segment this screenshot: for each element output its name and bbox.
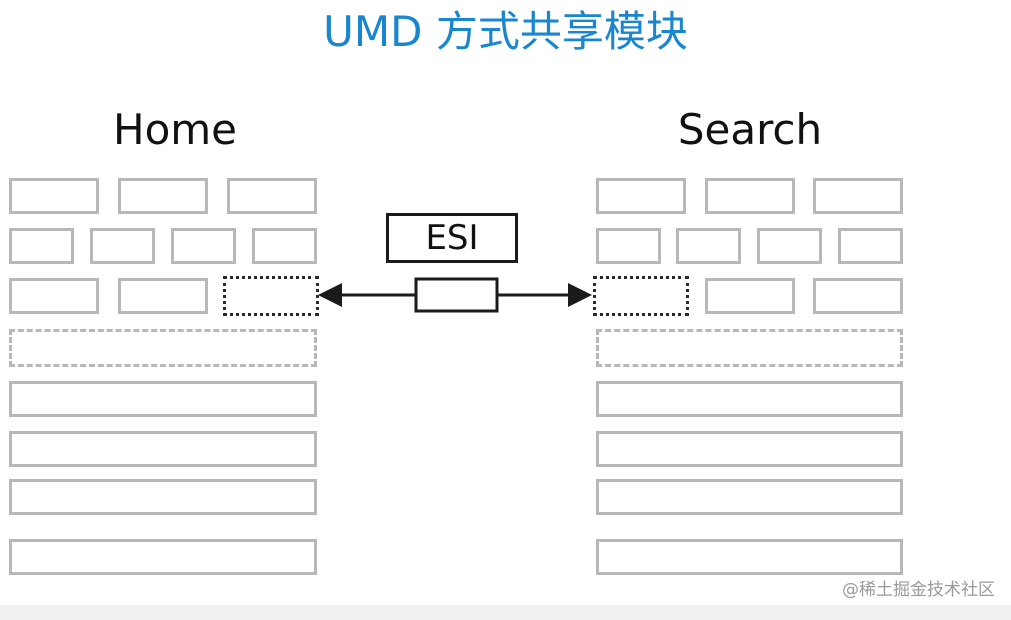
- home-block-r2-c3: [171, 228, 236, 264]
- home-row-3: [9, 479, 317, 515]
- search-dashed-row: [596, 329, 903, 367]
- search-row-4: [596, 539, 903, 575]
- home-shared-module-slot: [223, 276, 319, 316]
- home-block-r3-c2: [118, 278, 208, 314]
- bottom-band: [0, 605, 1011, 620]
- search-block-r2-c3: [757, 228, 822, 264]
- search-block-r1-c2: [705, 178, 795, 214]
- search-block-r3-c2: [705, 278, 795, 314]
- home-dashed-row: [9, 329, 317, 367]
- home-row-4: [9, 539, 317, 575]
- search-row-2: [596, 431, 903, 467]
- home-page-label: Home: [112, 105, 238, 154]
- watermark: @稀土掘金技术社区: [842, 580, 995, 600]
- search-row-1: [596, 381, 903, 417]
- home-block-r2-c4: [252, 228, 317, 264]
- home-row-1: [9, 381, 317, 417]
- home-block-r3-c1: [9, 278, 99, 314]
- home-block-r2-c2: [90, 228, 155, 264]
- search-block-r1-c3: [813, 178, 903, 214]
- home-block-r1-c2: [118, 178, 208, 214]
- diagram-title: UMD 方式共享模块: [323, 7, 688, 56]
- search-shared-module-slot: [593, 276, 689, 316]
- home-block-r1-c1: [9, 178, 99, 214]
- search-block-r2-c4: [838, 228, 903, 264]
- esi-module-box: [414, 277, 499, 313]
- home-row-2: [9, 431, 317, 467]
- search-row-3: [596, 479, 903, 515]
- arrowhead-left: [318, 283, 342, 307]
- esi-label-box: ESI: [386, 213, 518, 263]
- home-block-r2-c1: [9, 228, 74, 264]
- search-block-r2-c1: [596, 228, 661, 264]
- search-block-r3-c3: [813, 278, 903, 314]
- search-block-r2-c2: [676, 228, 741, 264]
- home-block-r1-c3: [227, 178, 317, 214]
- search-page-label: Search: [677, 105, 823, 154]
- arrowhead-right: [568, 283, 592, 307]
- search-block-r1-c1: [596, 178, 686, 214]
